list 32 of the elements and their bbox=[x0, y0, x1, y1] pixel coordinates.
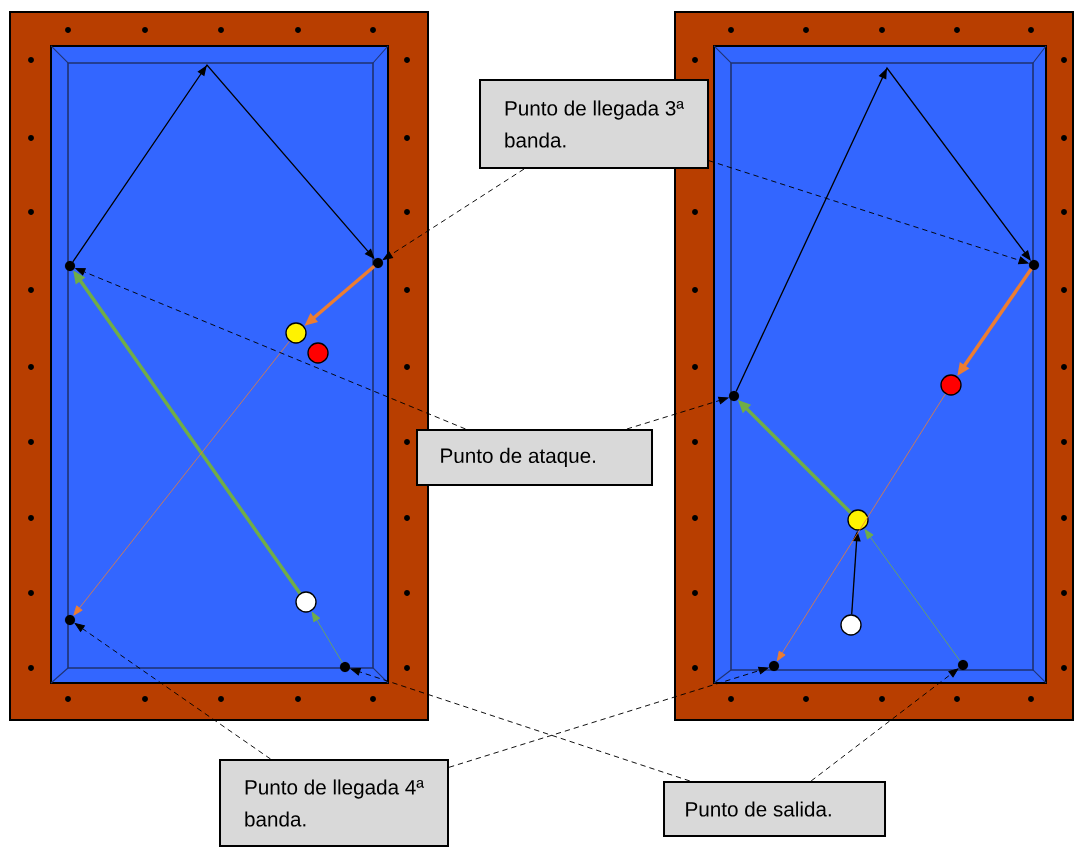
contact-point bbox=[957, 659, 969, 671]
leader-line bbox=[382, 168, 525, 261]
contact-point bbox=[1028, 259, 1040, 271]
billiard-ball bbox=[285, 322, 307, 344]
billiard-ball bbox=[307, 342, 329, 364]
leader-line bbox=[708, 160, 1029, 265]
leader-line bbox=[75, 267, 466, 430]
leader-line bbox=[74, 623, 271, 760]
contact-point bbox=[372, 257, 384, 269]
contact-point bbox=[64, 260, 76, 272]
contact-point bbox=[768, 660, 780, 672]
callout-box: Punto de ataque. bbox=[416, 429, 653, 486]
leader-line bbox=[448, 666, 769, 768]
callout-box: Punto de llegada 4ª banda. bbox=[219, 759, 449, 847]
billiard-ball bbox=[840, 614, 862, 636]
contact-point bbox=[728, 390, 740, 402]
leader-line bbox=[350, 668, 691, 782]
trajectory-arrow bbox=[72, 63, 375, 263]
trajectory-arrow bbox=[776, 393, 946, 662]
callout-box: Punto de salida. bbox=[663, 781, 886, 837]
billiard-ball bbox=[940, 374, 962, 396]
trajectory-arrow bbox=[73, 341, 290, 616]
trajectory-arrow bbox=[864, 529, 961, 662]
contact-point bbox=[64, 614, 76, 626]
leader-line bbox=[626, 396, 729, 430]
billiard-ball bbox=[295, 591, 317, 613]
billiard-ball bbox=[847, 509, 869, 531]
contact-point bbox=[339, 661, 351, 673]
trajectory-arrow bbox=[735, 66, 1031, 393]
callout-box: Punto de llegada 3ª banda. bbox=[479, 79, 709, 169]
leader-line bbox=[810, 668, 959, 782]
trajectory-arrow bbox=[311, 611, 343, 664]
